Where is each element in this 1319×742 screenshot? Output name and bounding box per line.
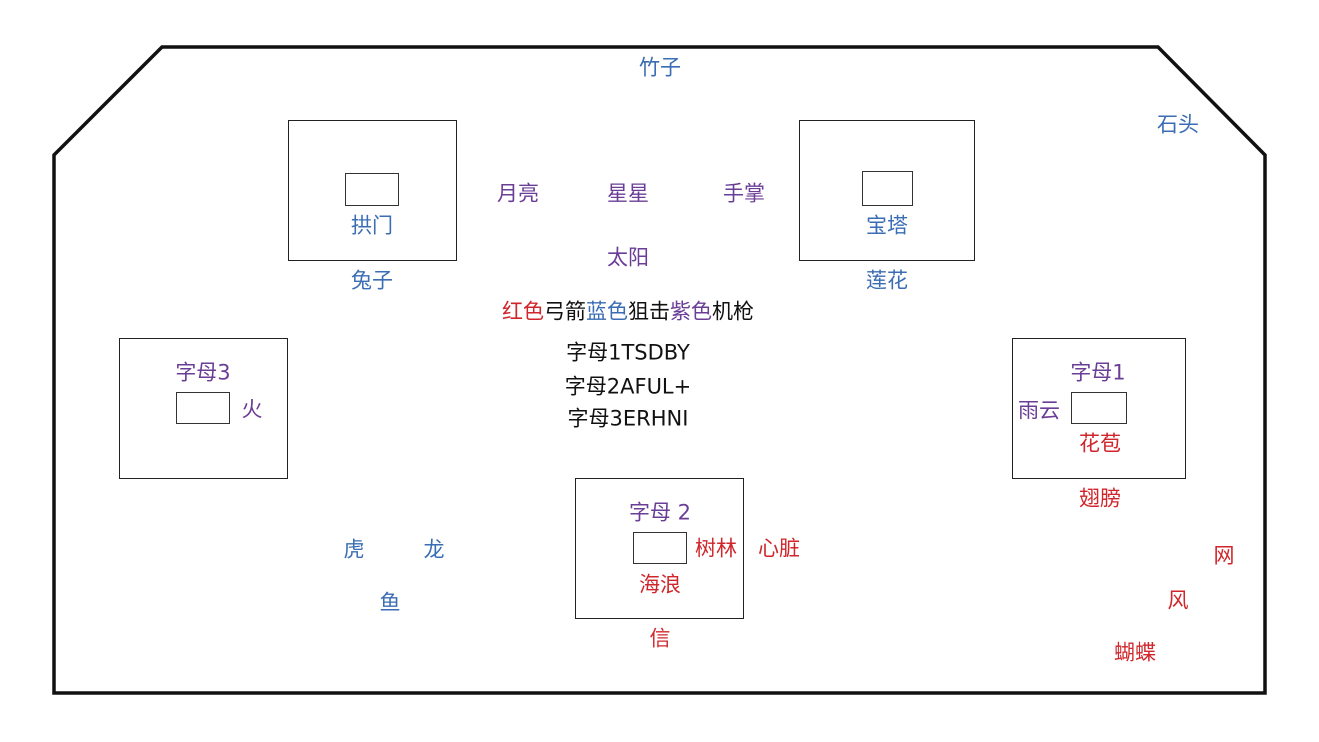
label-arch: 拱门: [351, 213, 393, 238]
code-1: 字母1TSDBY: [566, 340, 690, 365]
label-bamboo: 竹子: [639, 55, 681, 80]
legend-purple-word: 紫色: [670, 299, 712, 324]
weapon-legend: 红色弓箭蓝色狙击紫色机枪: [502, 299, 754, 324]
label-lotus: 莲花: [866, 268, 908, 293]
label-rabbit: 兔子: [351, 268, 393, 293]
label-pagoda: 宝塔: [866, 213, 908, 238]
label-stars: 星星: [607, 181, 649, 206]
label-palm: 手掌: [723, 181, 765, 206]
label-dragon: 龙: [423, 537, 445, 562]
slot-pagoda: [862, 171, 913, 206]
label-rain-cloud: 雨云: [1018, 398, 1060, 423]
label-letter2: 字母 2: [628, 500, 692, 525]
label-butterfly: 蝴蝶: [1114, 640, 1156, 665]
label-wings: 翅膀: [1079, 486, 1121, 511]
label-forest: 树林: [695, 536, 737, 561]
legend-blue-word: 蓝色: [586, 299, 628, 324]
label-bud: 花苞: [1079, 431, 1121, 456]
label-moon: 月亮: [497, 181, 539, 206]
label-stone: 石头: [1157, 112, 1199, 137]
label-net: 网: [1213, 543, 1235, 568]
legend-blue-item: 狙击: [628, 299, 670, 324]
legend-red-item: 弓箭: [544, 299, 586, 324]
slot-letter3: [176, 392, 230, 424]
label-letter3: 字母3: [175, 360, 231, 385]
slot-arch: [345, 173, 399, 206]
label-letter: 信: [649, 626, 671, 651]
label-sun: 太阳: [607, 245, 649, 270]
label-wind: 风: [1167, 588, 1189, 613]
code-3: 字母3ERHNI: [567, 406, 689, 431]
slot-letter2: [633, 532, 687, 564]
label-tiger: 虎: [343, 537, 365, 562]
code-2: 字母2AFUL+: [564, 374, 692, 399]
label-fish: 鱼: [379, 590, 401, 615]
legend-purple-item: 机枪: [712, 299, 754, 324]
legend-red-word: 红色: [502, 299, 544, 324]
label-fire: 火: [241, 397, 263, 422]
slot-letter1: [1071, 392, 1127, 424]
label-letter1: 字母1: [1070, 360, 1126, 385]
label-heart: 心脏: [758, 536, 800, 561]
label-waves: 海浪: [639, 572, 681, 597]
